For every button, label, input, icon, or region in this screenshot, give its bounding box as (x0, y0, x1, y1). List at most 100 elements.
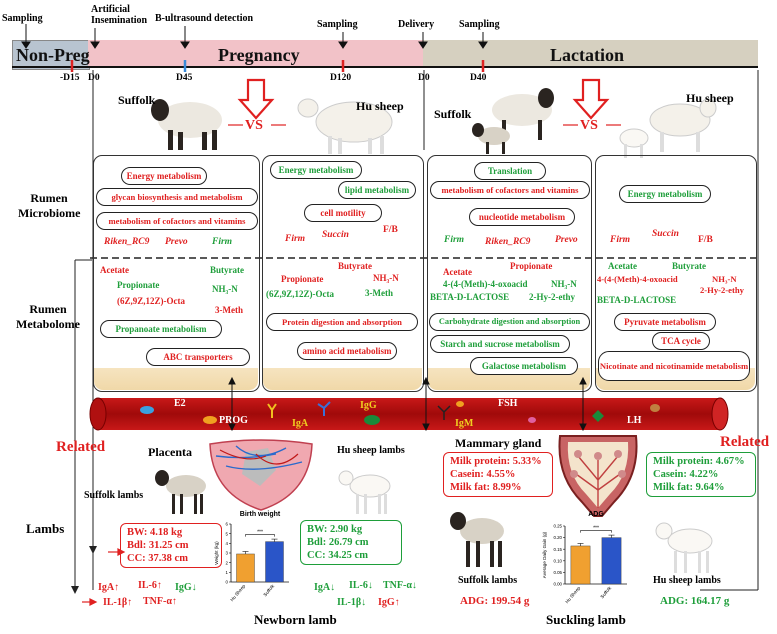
met-nh3-h-lac: NH₃-N (712, 274, 737, 284)
hu-il6: IL-6↓ (349, 580, 373, 591)
hu-bdl: Bdl: 26.79 cm (307, 537, 369, 548)
event-sampling-2: Sampling (317, 19, 358, 30)
tick-d0-preg: D0 (88, 73, 100, 83)
pill-energy-metabolism-h: Energy metabolism (270, 161, 362, 179)
taxon-fb-h-lac: F/B (698, 235, 713, 245)
pill-carbohydrate: Carbohydrate digestion and absorption (429, 313, 590, 331)
row-label-lambs: Lambs (26, 521, 65, 536)
y-tick-label: 5 (226, 531, 229, 536)
pill-energy-metabolism-s: Energy metabolism (121, 167, 207, 185)
met-2hy-s-lac: 2-Hy-2-ethy (529, 292, 575, 302)
pill-amino-acid: amino acid metabolism (297, 342, 397, 360)
blood-label-lh: LH (627, 415, 642, 426)
y-tick-label: 0 (226, 580, 229, 585)
y-tick-label: 3 (226, 551, 229, 556)
y-tick-label: 0.05 (553, 570, 562, 575)
taxon-succin-h-lac: Succin (652, 229, 679, 239)
blood-label-igg: IgG (360, 400, 377, 411)
event-delivery: Delivery (398, 19, 435, 30)
suffolk-cc: CC: 37.38 cm (127, 553, 188, 564)
vs-label-preg: VS (245, 118, 263, 133)
hu-birth-stats: BW: 2.90 kg Bdl: 26.79 cm CC: 34.25 cm (300, 520, 402, 565)
hu-label-lac: Hu sheep (686, 91, 734, 105)
phase-label-nonpreg: Non-Preg (16, 45, 90, 65)
pill-nicotinate: Nicotinate and nicotinamide metabolism (598, 351, 750, 381)
met-propionate-s-preg: Propionate (117, 280, 160, 290)
hu-cc: CC: 34.25 cm (307, 550, 368, 561)
x-tick-label: Suffolk (262, 583, 275, 597)
pill-starch: Starch and sucrose metabolism (430, 335, 570, 353)
bar-suffolk (601, 537, 622, 585)
pill-cofactors-s-preg: metabolism of cofactors and vitamins (96, 212, 258, 230)
suffolk-casein: Casein: 4.55% (450, 469, 516, 480)
significance-bracket (245, 534, 275, 537)
hu-milk-stats: Milk protein: 4.67% Casein: 4.22% Milk f… (646, 452, 756, 497)
related-left: Related (56, 439, 106, 455)
blood-label-e2: E2 (174, 398, 186, 409)
mammary-gland-image (558, 435, 638, 517)
blood-label-igm: IgM (455, 418, 474, 429)
x-tick-label: Suffolk (599, 585, 612, 599)
pill-energy-metabolism-hl: Energy metabolism (619, 185, 711, 203)
suffolk-milk-fat: Milk fat: 8.99% (450, 482, 522, 493)
event-sampling-3: Sampling (459, 19, 500, 30)
hu-tnfa: TNF-α↓ (383, 580, 417, 591)
hu-ewe-lamb-image (619, 98, 717, 158)
phase-lactation-bar (423, 40, 758, 68)
y-tick-label: 0.25 (553, 524, 562, 529)
pill-propanoate: Propanoate metabolism (100, 320, 222, 338)
pill-abc-transporters: ABC transporters (146, 348, 250, 366)
suffolk-ewe-image (151, 99, 222, 150)
y-tick-label: 0.15 (553, 547, 562, 552)
y-tick-label: 0.20 (553, 535, 562, 540)
suckling-suffolk-lambs-label: Suffolk lambs (458, 575, 518, 586)
suffolk-il6: IL-6↑ (138, 580, 162, 591)
y-tick-label: 6 (226, 522, 229, 527)
suffolk-birth-stats: BW: 4.18 kg Bdl: 31.25 cm CC: 37.38 cm (120, 523, 222, 568)
panel-preg-hu (262, 155, 424, 392)
pill-pyruvate: Pyruvate metabolism (614, 313, 716, 331)
placenta-image (209, 439, 313, 511)
hu-milk-protein: Milk protein: 4.67% (653, 456, 745, 467)
suffolk-tnfa: TNF-α↑ (143, 596, 177, 607)
stats-arrows-left (82, 548, 126, 606)
blood-label-iga: IgA (292, 418, 309, 429)
chart-title: ADG (588, 511, 604, 518)
phase-label-lactation: Lactation (550, 45, 624, 65)
taxon-firm-s-preg: Firm (212, 237, 233, 247)
hu-igg: IgG↑ (378, 597, 400, 608)
y-tick-label: 2 (226, 560, 229, 565)
met-nh3-h-preg: NH₃-N (373, 273, 399, 283)
met-butyrate-h-lac: Butyrate (672, 261, 706, 271)
newborn-suffolk-lambs-label: Suffolk lambs (84, 490, 144, 501)
taxon-riken-s-preg: Riken_RC9 (104, 237, 150, 247)
bar-hu-sheep (236, 553, 255, 583)
y-axis-label: Weight (kg) (214, 541, 219, 565)
met-nh3-s-lac: NH₃-N (551, 279, 577, 289)
met-2hy-h-lac: 2-Hy-2-ethy (700, 285, 744, 295)
suffolk-label-preg: Suffolk (118, 93, 156, 107)
met-lactose-s-lac: BETA-D-LACTOSE (430, 292, 510, 302)
panel-lac-suffolk (427, 155, 592, 392)
suffolk-milk-stats: Milk protein: 5.33% Casein: 4.55% Milk f… (443, 452, 553, 497)
x-tick-label: Hu Sheep (229, 583, 246, 602)
row-label-microbiome: Rumen Microbiome (18, 191, 80, 221)
met-nh3-s-preg: NH₃-N (212, 284, 238, 294)
met-butyrate-h-preg: Butyrate (338, 261, 372, 271)
suffolk-milk-protein: Milk protein: 5.33% (450, 456, 542, 467)
pill-protein-digestion: Protein digestion and absorption (266, 313, 418, 331)
event-ai-label: Artificial Insemination (91, 4, 148, 26)
met-lactose-h-lac: BETA-D-LACTOSE (597, 295, 677, 305)
met-3meth-h-preg: 3-Meth (365, 288, 393, 298)
met-octa-s-preg: (6Z,9Z,12Z)-Octa (117, 296, 185, 306)
y-tick-label: 0.10 (553, 558, 562, 563)
mammary-label: Mammary gland (455, 436, 542, 450)
chart-title: Birth weight (240, 511, 281, 518)
suckling-title: Suckling lamb (546, 612, 626, 627)
newborn-hu-lamb-image (338, 470, 391, 514)
pill-nucleotide: nucleotide metabolism (469, 208, 575, 226)
timeline-axis (12, 66, 758, 68)
taxon-riken-s-lac: Riken_RC9 (485, 237, 531, 247)
panel-lac-hu (595, 155, 757, 392)
